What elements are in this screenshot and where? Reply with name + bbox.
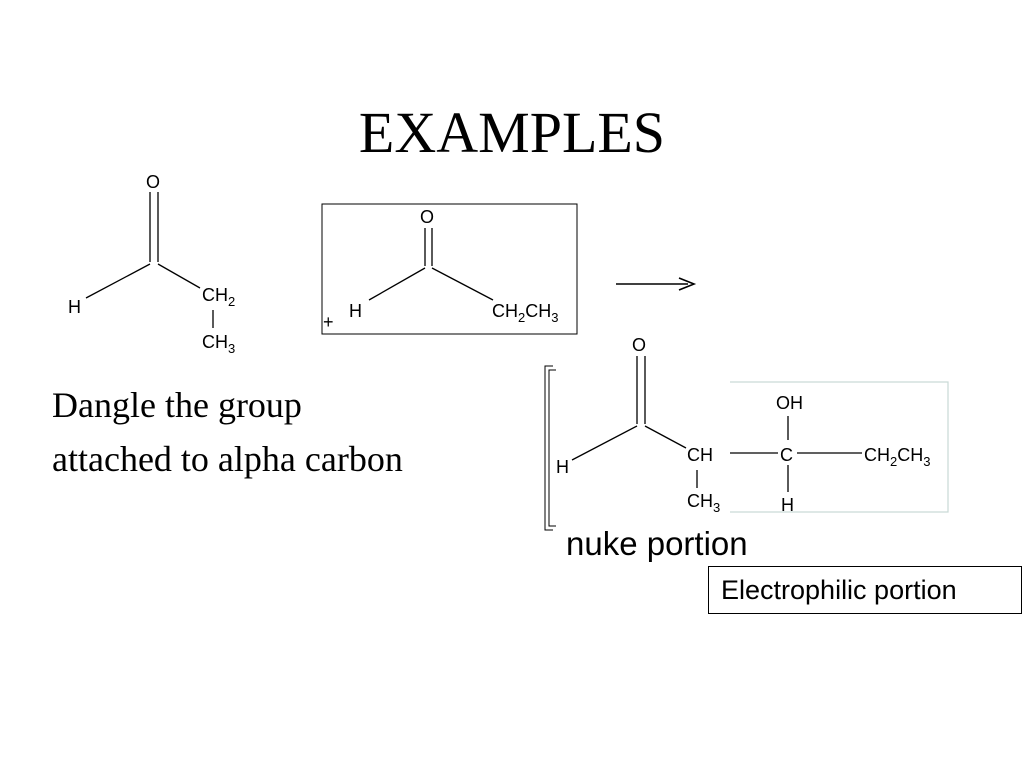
group-ch2: CH2 <box>202 285 235 309</box>
bond-c-h-2 <box>368 267 426 301</box>
bracket-inner <box>548 369 556 527</box>
right-arrow-icon <box>616 277 697 291</box>
atom-h-bottom-p: H <box>781 495 794 515</box>
nuke-portion-label: nuke portion <box>566 525 748 562</box>
atom-h-p: H <box>556 457 569 477</box>
electrophilic-region-outline <box>730 381 949 513</box>
caption: Dangle the group attached to alpha carbo… <box>52 378 522 486</box>
group-oh-p: OH <box>776 393 803 413</box>
bond-c-ch2 <box>157 263 201 289</box>
group-ch2ch3-p: CH2CH3 <box>864 445 930 469</box>
atom-o: O <box>146 172 160 192</box>
caption-line-1: Dangle the group <box>52 385 302 425</box>
atom-o-2: O <box>420 207 434 227</box>
plus-sign: + <box>323 312 334 332</box>
bond-c-ch-p <box>644 425 687 449</box>
atom-h-2: H <box>349 301 362 321</box>
bond-c-h-p <box>571 425 638 461</box>
atom-o-p: O <box>632 335 646 355</box>
atom-c-p: C <box>780 445 793 465</box>
bracket-outer <box>544 365 553 531</box>
atom-h: H <box>68 297 81 317</box>
structure-product <box>571 356 862 492</box>
bond-c-chain-2 <box>431 267 494 301</box>
group-ch-p: CH <box>687 445 713 465</box>
group-ch2ch3-2: CH2CH3 <box>492 301 558 325</box>
electrophilic-portion-label: Electrophilic portion <box>708 566 1022 614</box>
aldehyde-2-box <box>321 203 578 335</box>
product-bracket <box>544 365 556 531</box>
caption-line-2: attached to alpha carbon <box>52 439 403 479</box>
group-ch3-p: CH3 <box>687 491 720 515</box>
structure-aldehyde-2 <box>368 228 494 301</box>
bond-c-h <box>85 263 151 299</box>
group-ch3: CH3 <box>202 332 235 356</box>
structure-aldehyde-1 <box>85 192 214 328</box>
slide-title: EXAMPLES <box>358 100 666 165</box>
